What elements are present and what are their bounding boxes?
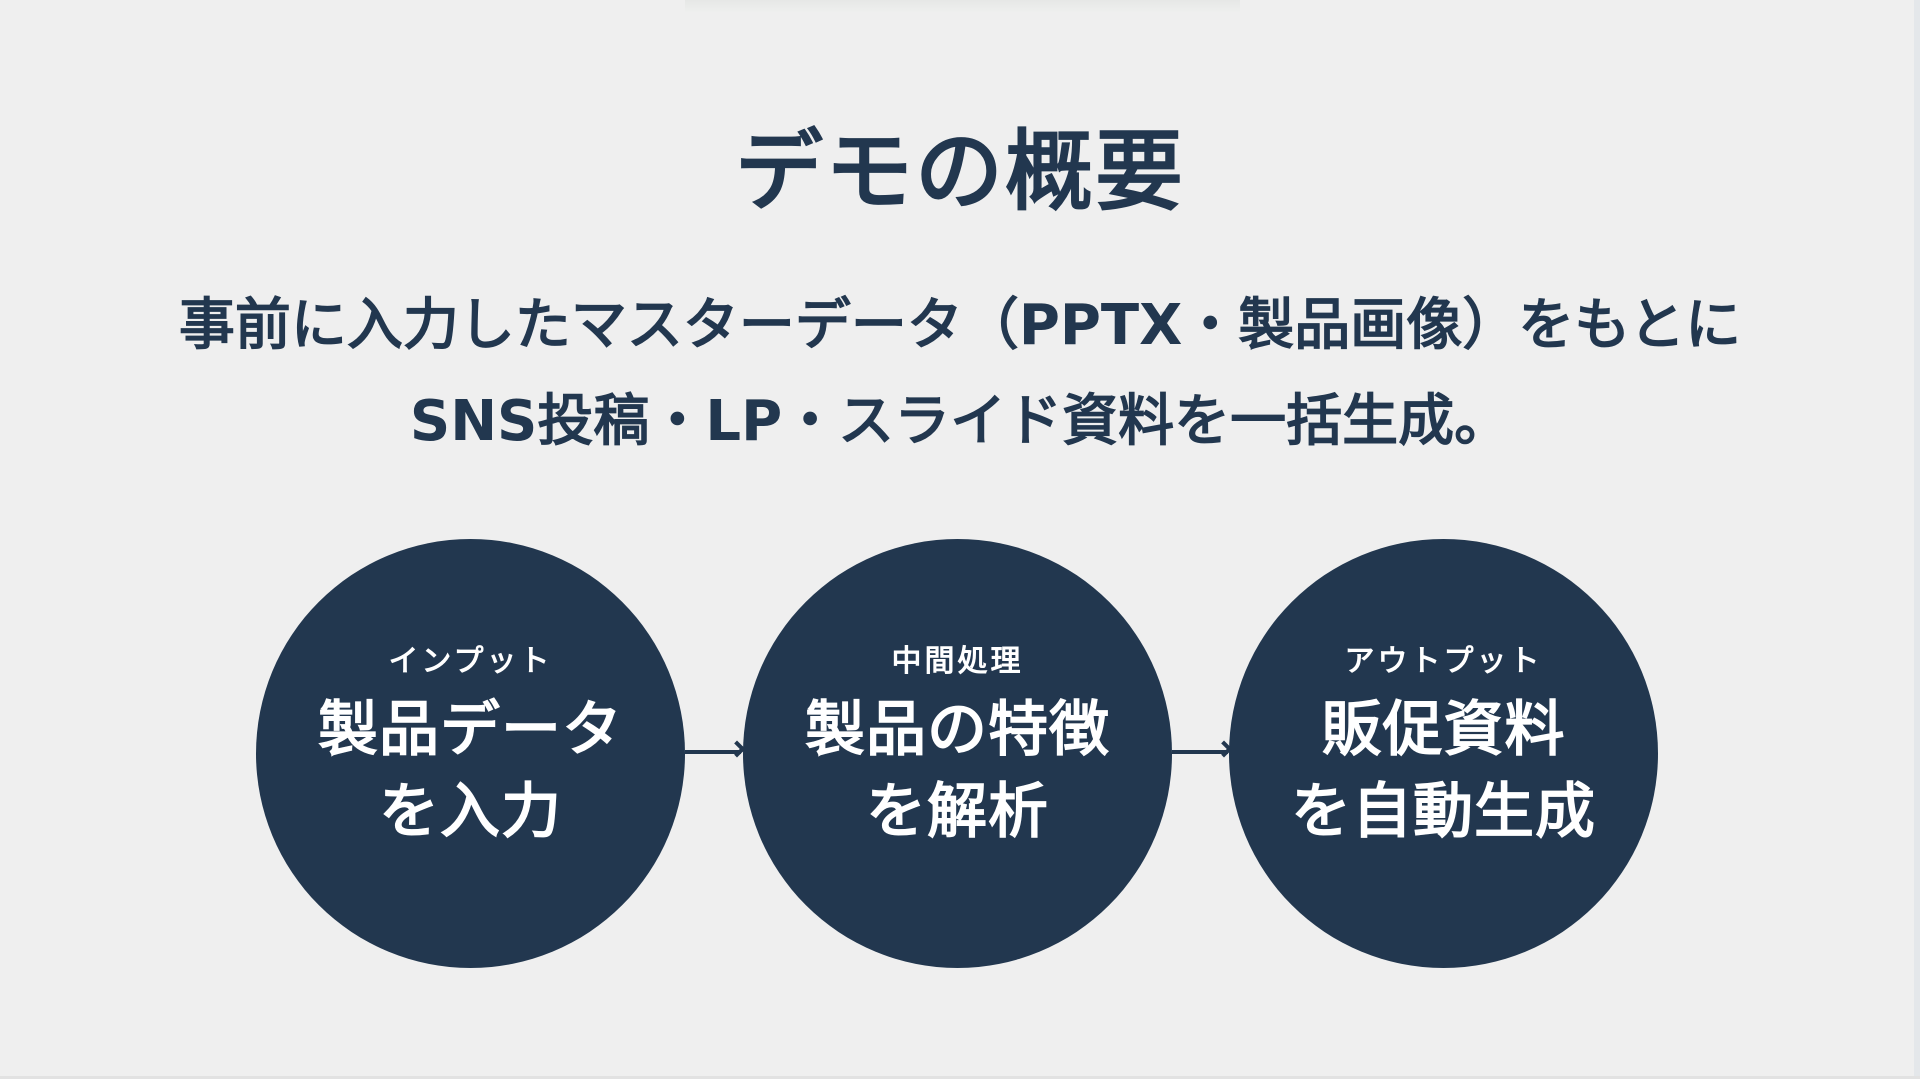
slide-title: デモの概要 <box>734 120 1185 223</box>
step-description: 販促資料 を自動生成 <box>1229 689 1658 853</box>
top-strip <box>685 0 1240 12</box>
step-description: 製品データ を入力 <box>256 689 685 853</box>
step-label: アウトプット <box>1344 644 1543 679</box>
step-process-circle: 中間処理 製品の特徴 を解析 <box>743 539 1172 968</box>
step-description: 製品の特徴 を解析 <box>743 689 1172 853</box>
step-description-line: 製品データ <box>318 695 623 765</box>
step-input-circle: インプット 製品データ を入力 <box>256 539 685 968</box>
arrow-right-icon <box>1172 740 1233 758</box>
step-description-line: 販促資料 <box>1321 695 1566 765</box>
subtitle-line-2: SNS投稿・LP・スライド資料を一括生成。 <box>409 389 1511 454</box>
step-output-circle: アウトプット 販促資料 を自動生成 <box>1229 539 1658 968</box>
right-edge <box>1914 0 1920 1079</box>
step-description-line: 製品の特徴 <box>805 695 1110 765</box>
step-label: 中間処理 <box>891 644 1024 679</box>
bottom-edge <box>0 1076 1920 1079</box>
slide-subtitle: 事前に入力したマスターデータ（PPTX・製品画像）をもとに SNS投稿・LP・ス… <box>0 278 1920 470</box>
subtitle-line-1: 事前に入力したマスターデータ（PPTX・製品画像）をもとに <box>178 293 1742 358</box>
step-description-line: を自動生成 <box>1291 777 1596 847</box>
arrow-right-icon <box>685 740 746 758</box>
step-label: インプット <box>388 644 553 679</box>
step-description-line: を入力 <box>379 777 562 847</box>
step-description-line: を解析 <box>866 777 1049 847</box>
